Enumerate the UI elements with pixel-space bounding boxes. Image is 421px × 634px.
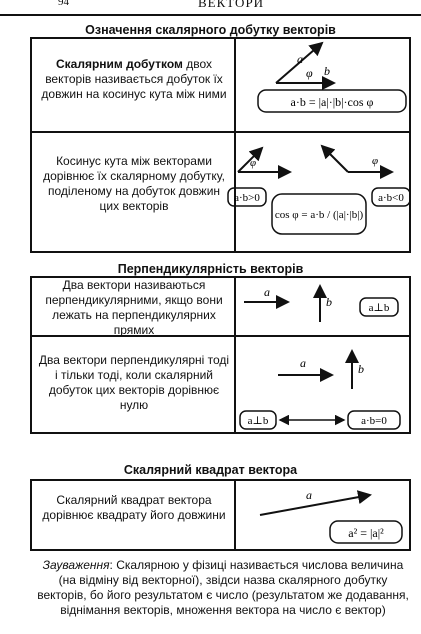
section-title-scalar-product: Означення скалярного добутку векторів — [85, 23, 336, 37]
figure-cosine: φ φ a·b>0 a·b<0 cos φ = a·b / (|a|·|b|) — [227, 144, 411, 235]
row-divider — [30, 131, 411, 133]
condition-perpendicular: a⊥b — [248, 415, 269, 427]
formula-box-perpendicular — [359, 297, 399, 317]
table-scalar-product — [30, 37, 411, 253]
section-title-scalar-square: Скалярний квадрат вектора — [123, 463, 298, 477]
condition-zero-product: a·b=0 — [361, 415, 387, 427]
column-divider — [234, 37, 236, 253]
table-perpendicular — [30, 276, 411, 434]
vector-b-label: b — [324, 64, 330, 78]
figure-perpendicular-criterion: a b a⊥b a·b=0 — [239, 349, 401, 430]
row-divider — [30, 335, 411, 337]
definition-rest: двох векторів називається добуток їх дов… — [41, 57, 227, 101]
definition-term: Скалярним добутком — [55, 57, 183, 71]
vector-a-label: a — [297, 52, 303, 66]
formula-cosine: cos φ = a·b / (|a|·|b|) — [275, 209, 364, 221]
formula-box-scalar-product — [257, 89, 407, 113]
column-divider — [234, 276, 236, 434]
vector-b-label: b — [358, 362, 364, 376]
definition-text: Скалярним добутком двох векторів називає… — [38, 57, 230, 102]
cosine-text: Косинус кута між векторами дорівнює їх с… — [43, 154, 225, 213]
formula-perpendicular: a⊥b — [369, 302, 390, 314]
note-text: : Скалярною у фізиці називається числова… — [37, 558, 409, 617]
perpendicular-definition: Два вектори називаються перпендикулярним… — [45, 278, 223, 337]
figure-perpendicular: a b a⊥b — [244, 284, 399, 322]
column-divider — [234, 479, 236, 551]
condition-box-perpendicular — [239, 410, 277, 430]
section-title-perpendicular: Перпендикулярність векторів — [117, 262, 304, 276]
figure-scalar-square: a a² = |a|² — [259, 488, 403, 544]
vector-a-label: a — [300, 356, 306, 370]
perpendicular-criterion: Два вектори перпендикулярні тоді і тільк… — [38, 353, 230, 412]
condition-box-zero-product — [347, 410, 401, 430]
condition-positive: a·b>0 — [234, 192, 260, 204]
scalar-square-text: Скалярний квадрат вектора дорівнює квадр… — [42, 493, 226, 522]
note-label: Зауваження — [42, 558, 110, 572]
vector-b-label: b — [326, 295, 332, 309]
page-header — [0, 0, 421, 16]
vector-a-label: a — [264, 285, 270, 299]
angle-phi-label-obtuse: φ — [372, 155, 378, 167]
condition-box-negative — [371, 187, 411, 207]
formula-scalar-product: a·b = |a|·|b|·cos φ — [291, 95, 374, 109]
formula-box-scalar-square — [329, 520, 403, 544]
formula-box-cosine — [271, 193, 367, 235]
table-scalar-square — [30, 479, 411, 551]
angle-phi-label: φ — [306, 66, 313, 80]
formula-scalar-square: a² = |a|² — [348, 526, 384, 540]
condition-negative: a·b<0 — [378, 192, 404, 204]
vector-a-label: a — [306, 488, 312, 502]
angle-phi-label-acute: φ — [250, 157, 256, 169]
page-number: 94 — [58, 0, 69, 8]
condition-box-positive — [227, 187, 267, 207]
note: Зауваження: Скалярною у фізиці називаєть… — [34, 558, 412, 618]
figure-angle-vectors: a φ b a·b = |a|·|b|·cos φ — [257, 41, 407, 113]
running-title: ВЕКТОРИ — [198, 0, 265, 10]
